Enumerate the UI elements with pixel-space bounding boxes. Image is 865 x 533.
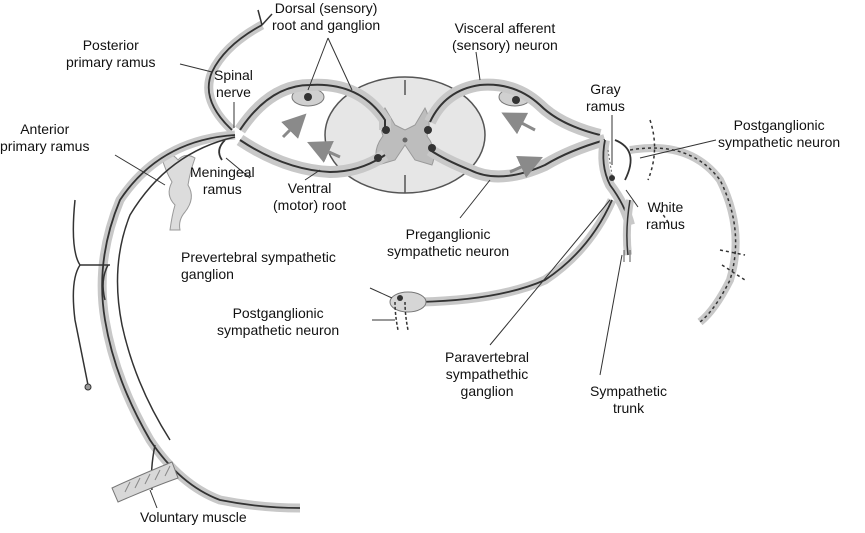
leader-lines	[114, 37, 717, 509]
vertebra-fragment	[161, 154, 196, 231]
postganglionic-right	[629, 119, 746, 326]
label-voluntary-muscle: Voluntary muscle	[140, 509, 247, 525]
label-posterior-ramus: Posterior primary ramus	[66, 37, 156, 70]
label-prevertebral-ganglion: Prevertebral sympathetic ganglion	[181, 249, 336, 282]
label-paravertebral-ganglion: Paravertebral sympathethic ganglion	[445, 349, 530, 399]
meningeal-ramus	[218, 139, 226, 161]
label-sympathetic-trunk: Sympathetic trunk	[590, 383, 668, 416]
prevertebral-ganglion	[389, 291, 427, 331]
label-spinal-nerve: Spinal nerve	[214, 67, 253, 100]
label-anterior-ramus: Anterior primary ramus	[0, 121, 90, 154]
label-ventral-root: Ventral (motor) root	[273, 180, 347, 213]
voluntary-muscle-bundle	[111, 461, 179, 503]
label-gray-ramus: Gray ramus	[586, 81, 625, 114]
label-white-ramus: White ramus	[646, 199, 685, 232]
label-meningeal-ramus: Meningeal ramus	[190, 164, 255, 197]
label-visceral-afferent: Visceral afferent (sensory) neuron	[452, 20, 558, 53]
preganglionic-fiber	[419, 198, 617, 307]
direction-arrows	[281, 112, 543, 178]
label-preganglionic: Preganglionic sympathetic neuron	[387, 226, 510, 259]
label-postganglionic-right: Postganglionic sympathetic neuron	[718, 117, 841, 150]
sympathetic-trunk	[622, 199, 634, 262]
nerve-roots	[235, 78, 607, 183]
neuron-bodies	[304, 93, 520, 162]
label-postganglionic-left: Postganglionic sympathetic neuron	[217, 305, 340, 338]
label-dorsal-root: Dorsal (sensory) root and ganglion	[272, 0, 381, 33]
central-canal	[402, 137, 408, 143]
anterior-ramus	[72, 130, 301, 513]
